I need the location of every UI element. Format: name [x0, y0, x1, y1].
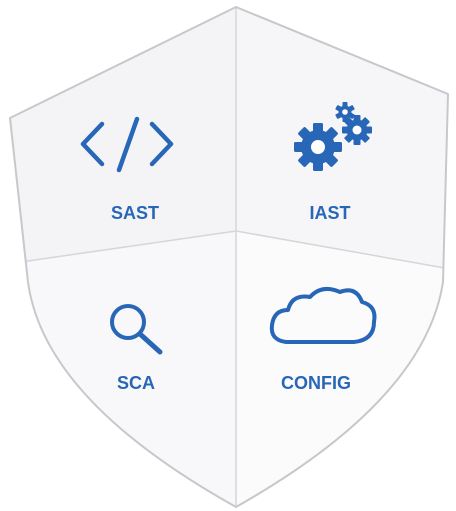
horizontal-divider-left [10, 230, 237, 266]
quadrant-sca-fill [10, 231, 236, 507]
quadrant-config-fill [236, 231, 448, 507]
horizontal-divider-right [235, 230, 448, 271]
quadrant-sast-fill [10, 7, 236, 265]
magnifier-icon [110, 304, 163, 355]
shield-outline [9, 6, 449, 508]
quadrant-label-config: CONFIG [281, 373, 351, 393]
cloud-icon [269, 286, 377, 344]
quadrant-label-sast: SAST [111, 203, 159, 223]
quadrant-label-sca: SCA [117, 373, 155, 393]
quadrant-label-iast: IAST [309, 203, 350, 223]
gears-icon [294, 102, 372, 171]
quadrant-iast-fill [236, 7, 448, 270]
code-icon [80, 116, 174, 173]
